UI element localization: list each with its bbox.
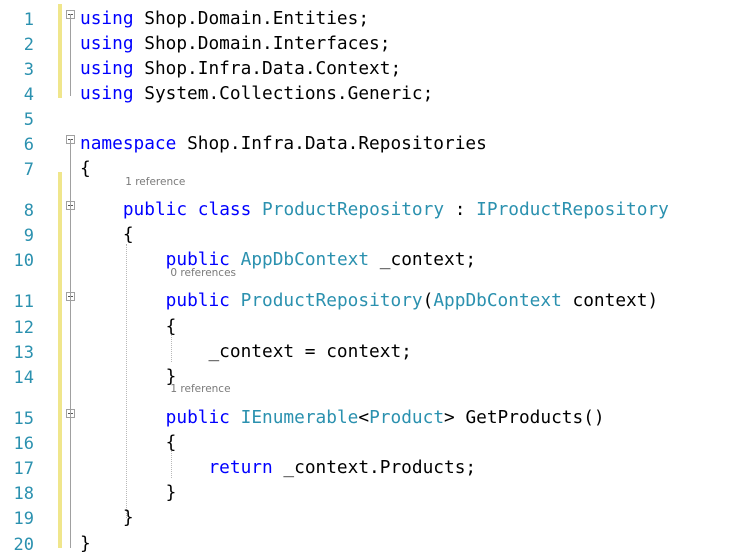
- code-token: <: [358, 407, 370, 428]
- code-token: }: [80, 482, 177, 503]
- code-token: Shop.Infra.Data.Context;: [133, 58, 402, 79]
- code-token: Shop.Infra.Data.Repositories: [176, 133, 487, 154]
- code-token: {: [80, 432, 177, 453]
- code-token: :: [444, 199, 477, 220]
- type-token: ProductRepository: [262, 199, 445, 220]
- type-token: IEnumerable: [240, 407, 359, 428]
- code-token: [80, 199, 123, 220]
- fold-outline-line: [70, 14, 71, 96]
- code-line[interactable]: {: [80, 316, 177, 338]
- change-indicator-bar: [58, 172, 62, 548]
- line-number: 12: [13, 318, 34, 338]
- code-line[interactable]: return _context.Products;: [80, 457, 476, 479]
- code-token: [80, 290, 166, 311]
- line-number: 20: [13, 535, 34, 555]
- line-number: 15: [13, 409, 34, 429]
- line-number: 19: [13, 509, 34, 529]
- code-line[interactable]: namespace Shop.Infra.Data.Repositories: [80, 133, 487, 155]
- code-line[interactable]: using Shop.Domain.Entities;: [80, 8, 369, 30]
- line-number: 5: [23, 110, 34, 130]
- code-token: [80, 249, 166, 270]
- codelens-reference-count[interactable]: 1 reference: [125, 176, 186, 188]
- code-token: }: [80, 533, 91, 554]
- code-token: Shop.Domain.Interfaces;: [133, 33, 391, 54]
- code-token: System.Collections.Generic;: [133, 83, 434, 104]
- code-token: (: [422, 290, 434, 311]
- keyword-token: namespace: [80, 133, 177, 154]
- line-number: 4: [23, 85, 34, 105]
- keyword-token: class: [197, 199, 252, 220]
- code-token: > GetProducts(): [444, 407, 605, 428]
- keyword-token: using: [80, 8, 134, 29]
- code-token: Shop.Domain.Entities;: [133, 8, 370, 29]
- codelens-reference-count[interactable]: 0 references: [170, 267, 237, 279]
- code-token: [230, 407, 241, 428]
- keyword-token: using: [80, 83, 134, 104]
- indent-guide: [171, 333, 172, 362]
- fold-outline-line: [70, 139, 71, 548]
- code-token: [251, 199, 262, 220]
- change-indicator-bar: [58, 4, 62, 98]
- code-token: {: [80, 316, 177, 337]
- type-token: Product: [369, 407, 445, 428]
- code-line[interactable]: public IEnumerable<Product> GetProducts(…: [80, 407, 605, 429]
- code-line[interactable]: }: [80, 366, 177, 388]
- line-number: 10: [13, 251, 34, 271]
- code-token: context): [561, 290, 659, 311]
- code-line[interactable]: {: [80, 432, 177, 454]
- type-token: IProductRepository: [476, 199, 669, 220]
- line-number: 14: [13, 368, 34, 388]
- indent-guide: [126, 244, 127, 518]
- codelens-reference-count[interactable]: 1 reference: [170, 383, 231, 395]
- type-token: ProductRepository: [240, 290, 423, 311]
- code-token: }: [80, 366, 177, 387]
- code-token: _context = context;: [80, 341, 412, 362]
- code-token: {: [80, 224, 134, 245]
- indent-guide: [171, 449, 172, 478]
- code-line[interactable]: }: [80, 533, 91, 555]
- code-token: {: [80, 158, 91, 179]
- code-token: [187, 199, 198, 220]
- code-line[interactable]: using System.Collections.Generic;: [80, 83, 433, 105]
- line-number: 18: [13, 484, 34, 504]
- code-line[interactable]: {: [80, 224, 134, 246]
- type-token: AppDbContext: [240, 249, 370, 270]
- code-line[interactable]: using Shop.Domain.Interfaces;: [80, 33, 390, 55]
- code-token: [80, 457, 208, 478]
- code-token: [80, 407, 166, 428]
- code-line[interactable]: }: [80, 482, 177, 504]
- keyword-token: public: [165, 407, 230, 428]
- code-line[interactable]: }: [80, 507, 134, 529]
- keyword-token: public: [165, 249, 230, 270]
- code-line[interactable]: public ProductRepository(AppDbContext co…: [80, 290, 659, 312]
- code-token: }: [80, 507, 134, 528]
- type-token: AppDbContext: [433, 290, 562, 311]
- line-number: 9: [23, 226, 34, 246]
- code-token: [230, 290, 241, 311]
- keyword-token: using: [80, 33, 134, 54]
- line-number: 8: [23, 201, 34, 221]
- line-number: 17: [13, 459, 34, 479]
- keyword-token: return: [208, 457, 273, 478]
- keyword-token: public: [165, 290, 230, 311]
- line-number: 2: [23, 35, 34, 55]
- line-number: 3: [23, 60, 34, 80]
- keyword-token: public: [122, 199, 188, 220]
- line-number: 13: [13, 343, 34, 363]
- code-line[interactable]: public AppDbContext _context;: [80, 249, 476, 271]
- line-number: 11: [13, 292, 34, 312]
- code-token: _context.Products;: [272, 457, 477, 478]
- code-line[interactable]: {: [80, 158, 91, 180]
- code-line[interactable]: using Shop.Infra.Data.Context;: [80, 58, 401, 80]
- line-number: 1: [23, 10, 34, 30]
- code-line[interactable]: public class ProductRepository : IProduc…: [80, 199, 669, 221]
- line-number: 6: [23, 135, 34, 155]
- keyword-token: using: [80, 58, 134, 79]
- line-number: 16: [13, 434, 34, 454]
- line-number: 7: [23, 160, 34, 180]
- code-line[interactable]: _context = context;: [80, 341, 412, 363]
- code-token: _context;: [369, 249, 477, 270]
